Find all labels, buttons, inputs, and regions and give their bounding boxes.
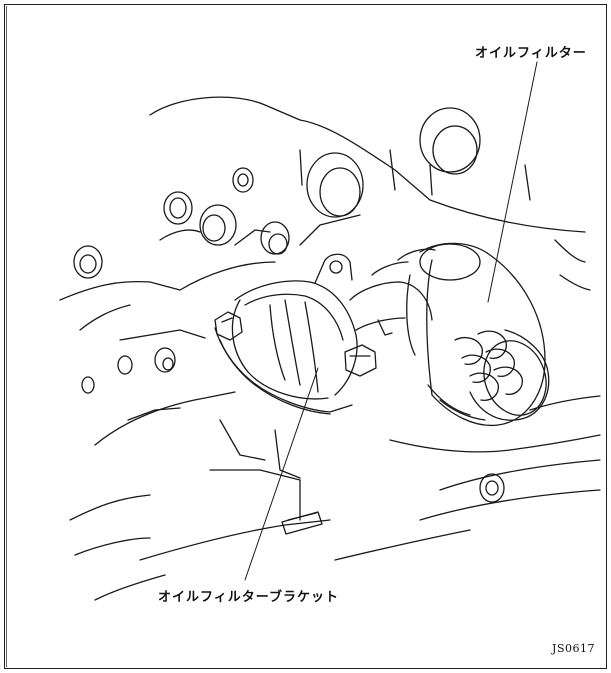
oil-filter-bracket-label: オイルフィルターブラケット [158, 590, 339, 605]
leader-line-oil-filter [487, 61, 538, 303]
leader-line-bracket [244, 367, 319, 581]
engine-block-outline [59, 96, 601, 601]
engine-bolt-holes [73, 107, 505, 503]
oil-filter-bracket [214, 248, 436, 415]
engine-slot [281, 511, 323, 535]
figure-code: JS0617 [552, 642, 595, 655]
oil-filter-label: オイルフィルター [475, 46, 587, 61]
leader-lines [244, 61, 538, 581]
diagram-frame [4, 4, 607, 669]
oil-filter [406, 242, 550, 427]
